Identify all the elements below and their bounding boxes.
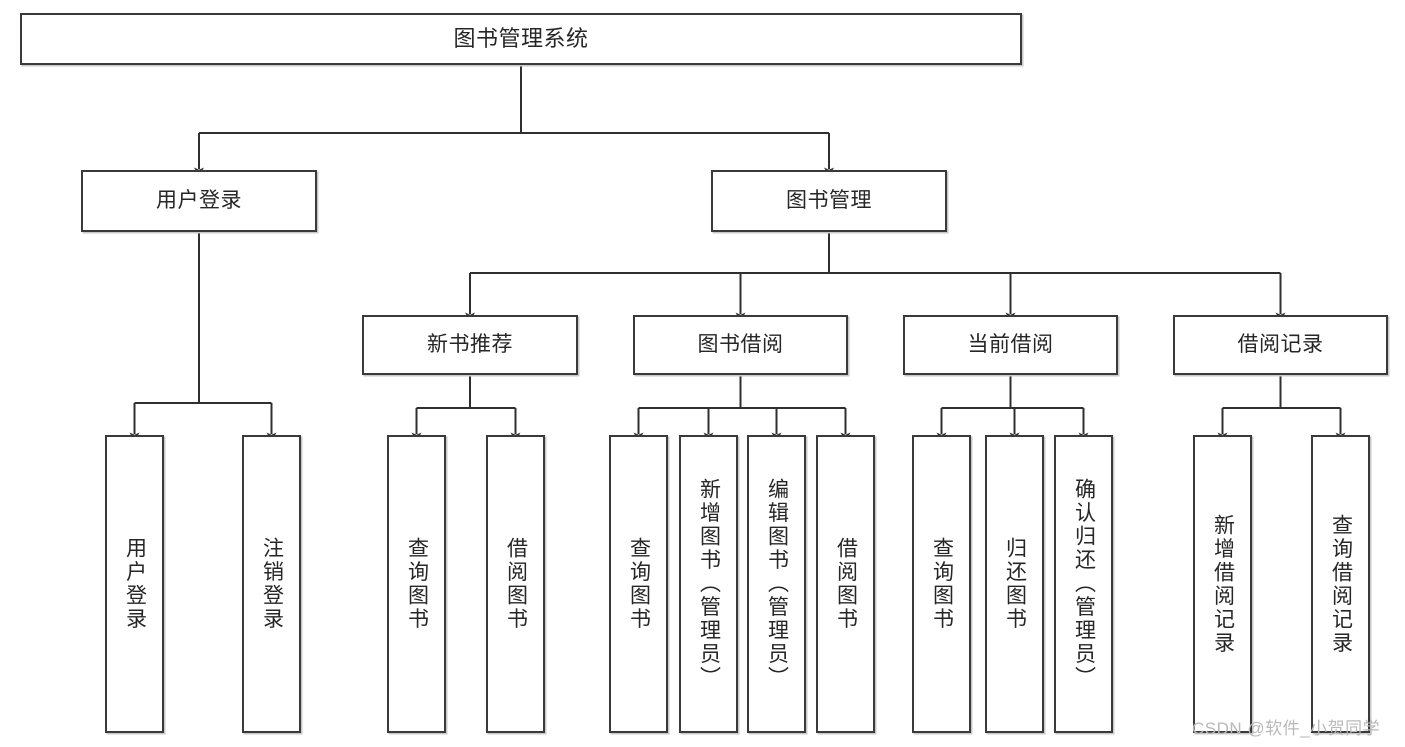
node-leaf-new-2[interactable]: 借阅图书 — [486, 435, 545, 733]
node-label: 查询图书 — [627, 537, 651, 631]
node-borrow[interactable]: 图书借阅 — [633, 315, 848, 375]
node-bookmgmt[interactable]: 图书管理 — [711, 170, 947, 232]
node-current[interactable]: 当前借阅 — [903, 315, 1118, 375]
node-leaf-bor-4[interactable]: 借阅图书 — [816, 435, 875, 733]
node-leaf-new-1[interactable]: 查询图书 — [387, 435, 446, 733]
node-leaf-bor-1[interactable]: 查询图书 — [609, 435, 668, 733]
node-label: 查询图书 — [405, 537, 429, 631]
node-label: 新书推荐 — [427, 332, 513, 356]
node-leaf-login-2[interactable]: 注销登录 — [242, 435, 301, 733]
node-label: 借阅图书 — [834, 537, 858, 631]
node-leaf-cur-1[interactable]: 查询图书 — [912, 435, 971, 733]
csdn-watermark: CSDN @软件_小贺同学 — [1192, 719, 1381, 738]
node-label: 用户登录 — [156, 188, 242, 212]
node-leaf-bor-3[interactable]: 编辑图书（管理员） — [747, 435, 806, 733]
node-label: 借阅记录 — [1237, 332, 1324, 356]
node-label: 新增借阅记录 — [1211, 513, 1235, 655]
node-root[interactable]: 图书管理系统 — [20, 13, 1022, 65]
node-newbook[interactable]: 新书推荐 — [362, 315, 578, 375]
node-leaf-cur-3[interactable]: 确认归还（管理员） — [1054, 435, 1113, 733]
node-login[interactable]: 用户登录 — [81, 170, 317, 232]
node-label: 当前借阅 — [967, 332, 1054, 356]
node-label: 查询借阅记录 — [1329, 513, 1353, 655]
node-label: 注销登录 — [260, 537, 284, 631]
node-label: 借阅图书 — [504, 537, 528, 631]
node-leaf-rec-1[interactable]: 新增借阅记录 — [1193, 435, 1252, 733]
node-label: 新增图书（管理员） — [697, 478, 721, 690]
node-label: 编辑图书（管理员） — [765, 478, 789, 690]
node-records[interactable]: 借阅记录 — [1173, 315, 1388, 375]
node-leaf-login-1[interactable]: 用户登录 — [105, 435, 164, 733]
node-leaf-rec-2[interactable]: 查询借阅记录 — [1311, 435, 1370, 733]
node-label: 图书管理系统 — [453, 26, 589, 52]
node-label: 确认归还（管理员） — [1072, 478, 1096, 690]
node-leaf-bor-2[interactable]: 新增图书（管理员） — [679, 435, 738, 733]
node-label: 用户登录 — [123, 537, 147, 631]
node-label: 图书管理 — [786, 188, 872, 212]
node-label: 图书借阅 — [697, 332, 784, 356]
node-label: 归还图书 — [1003, 537, 1027, 631]
node-label: 查询图书 — [930, 537, 954, 631]
node-leaf-cur-2[interactable]: 归还图书 — [985, 435, 1044, 733]
